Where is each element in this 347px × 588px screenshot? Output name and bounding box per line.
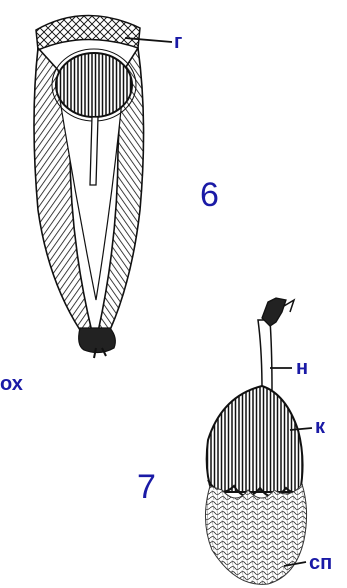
figure-6-drawing — [34, 15, 172, 358]
label-sp: сп — [309, 553, 332, 573]
figure-7-seta — [258, 320, 272, 390]
figure-7-cap — [207, 386, 303, 492]
figure-6-stalk — [90, 117, 98, 185]
label-n: н — [296, 358, 308, 378]
figure-7-top — [262, 298, 286, 326]
figure-7-drawing — [205, 298, 312, 584]
figure-6-foot — [79, 328, 116, 353]
figure-6-number: 6 — [200, 178, 219, 212]
figure-6-capsule — [56, 53, 132, 117]
label-ox: ох — [0, 374, 23, 394]
label-g: г — [174, 32, 182, 52]
figure-7-spore-mass — [205, 484, 306, 584]
label-k: к — [315, 417, 325, 437]
figure-7-number: 7 — [137, 470, 156, 504]
figure-6-cap — [36, 15, 140, 50]
